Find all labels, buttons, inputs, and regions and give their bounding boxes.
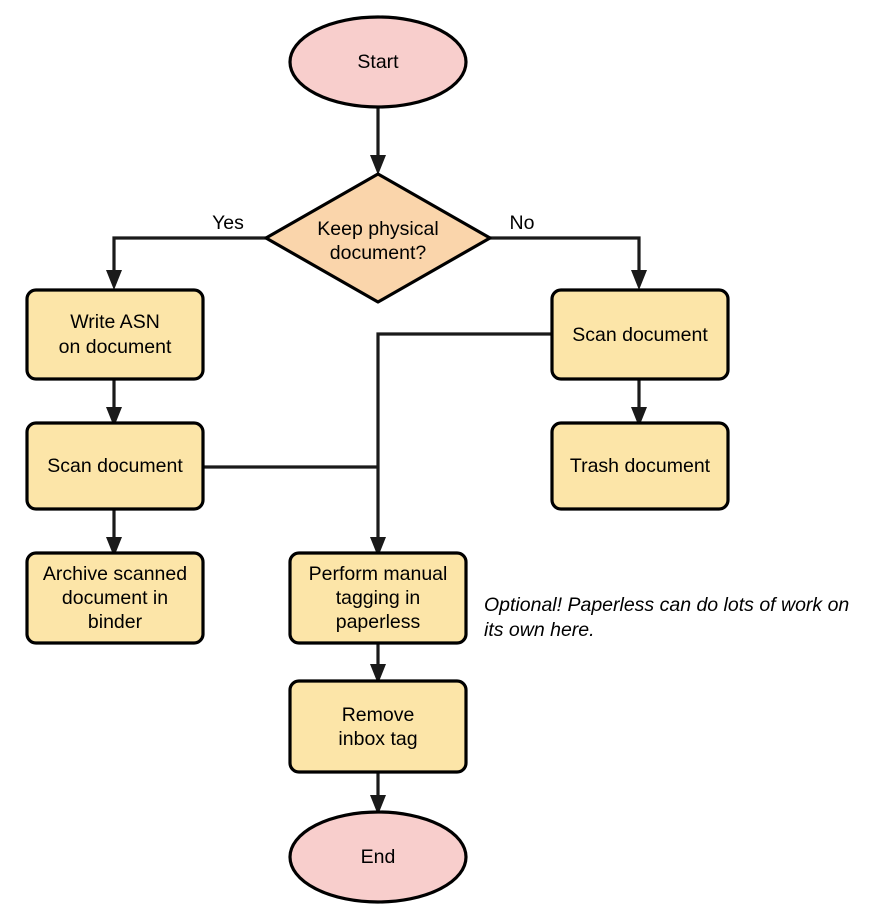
node-decision-keep-physical-document[interactable]: Keep physical document? bbox=[264, 172, 492, 304]
node-archive-label-line-3: binder bbox=[88, 611, 143, 633]
node-remove-inbox-tag-shape[interactable] bbox=[288, 679, 468, 774]
arrow-head-icon bbox=[370, 795, 386, 815]
arrow-head-icon bbox=[106, 270, 122, 290]
edge-scan-left-to-archive bbox=[106, 509, 122, 557]
node-tagging-label-line-3: paperless bbox=[336, 611, 421, 633]
node-scan-document-left-label: Scan document bbox=[47, 455, 183, 477]
node-remove-inbox-label-line-2: inbox tag bbox=[338, 728, 417, 750]
node-perform-manual-tagging-shape[interactable] bbox=[288, 551, 468, 645]
node-write-asn-label-line-2: on document bbox=[59, 336, 172, 358]
edge-write-asn-to-scan-left bbox=[106, 379, 122, 427]
edge-scan-right-to-trash bbox=[631, 379, 647, 427]
node-remove-inbox-label-line-1: Remove bbox=[342, 704, 415, 726]
edge-tagging-to-remove-inbox bbox=[370, 640, 386, 684]
node-archive-scanned-document[interactable]: Archive scanned document in binder bbox=[25, 551, 205, 645]
edge-line bbox=[376, 332, 552, 545]
edge-start-to-decision bbox=[370, 101, 386, 175]
edge-decision-no-to-scan-right bbox=[490, 236, 647, 290]
node-write-asn-label-line-1: Write ASN bbox=[70, 311, 160, 333]
edge-label-yes: Yes bbox=[212, 212, 244, 234]
edge-line bbox=[490, 236, 641, 278]
edge-remove-inbox-to-end bbox=[370, 772, 386, 815]
arrow-head-icon bbox=[370, 537, 386, 557]
node-trash-document[interactable]: Trash document bbox=[550, 421, 730, 511]
node-scan-document-left[interactable]: Scan document bbox=[25, 421, 205, 511]
node-end-shape[interactable] bbox=[288, 810, 468, 904]
node-archive-label-line-1: Archive scanned bbox=[43, 563, 187, 585]
node-trash-document-shape[interactable] bbox=[550, 421, 730, 511]
node-write-asn-on-document[interactable]: Write ASN on document bbox=[25, 288, 205, 381]
node-decision-label-line-2: document? bbox=[330, 242, 427, 264]
node-remove-inbox-tag[interactable]: Remove inbox tag bbox=[288, 679, 468, 774]
node-scan-document-right-shape[interactable] bbox=[550, 288, 730, 381]
node-scan-document-right[interactable]: Scan document bbox=[550, 288, 730, 381]
node-end-label: End bbox=[361, 846, 396, 868]
node-decision-label-line-1: Keep physical bbox=[317, 218, 438, 240]
edge-scan-right-to-tagging bbox=[370, 332, 552, 557]
arrow-head-icon bbox=[631, 407, 647, 427]
arrow-head-icon bbox=[106, 407, 122, 427]
node-scan-document-right-label: Scan document bbox=[572, 324, 708, 346]
node-start-shape[interactable] bbox=[288, 15, 468, 109]
arrow-head-icon bbox=[631, 270, 647, 290]
arrow-head-icon bbox=[106, 537, 122, 557]
arrow-head-icon bbox=[370, 155, 386, 175]
note-optional-paperless: Optional! Paperless can do lots of work … bbox=[484, 594, 849, 641]
node-tagging-label-line-1: Perform manual bbox=[309, 563, 448, 585]
node-decision-shape[interactable] bbox=[264, 172, 492, 304]
node-tagging-label-line-2: tagging in bbox=[336, 587, 421, 609]
edge-line bbox=[112, 236, 266, 278]
node-perform-manual-tagging[interactable]: Perform manual tagging in paperless bbox=[288, 551, 468, 645]
note-line-1: Optional! Paperless can do lots of work … bbox=[484, 594, 849, 616]
node-archive-shape[interactable] bbox=[25, 551, 205, 645]
node-start[interactable]: Start bbox=[288, 15, 468, 109]
node-trash-document-label: Trash document bbox=[570, 455, 711, 477]
node-scan-document-left-shape[interactable] bbox=[25, 421, 205, 511]
note-line-2: its own here. bbox=[484, 619, 595, 641]
node-end[interactable]: End bbox=[288, 810, 468, 904]
edge-decision-yes-to-write-asn bbox=[106, 236, 266, 290]
edge-label-no: No bbox=[510, 212, 535, 234]
node-start-label: Start bbox=[357, 51, 399, 73]
arrow-head-icon bbox=[370, 664, 386, 684]
node-archive-label-line-2: document in bbox=[62, 587, 168, 609]
node-write-asn-shape[interactable] bbox=[25, 288, 205, 381]
